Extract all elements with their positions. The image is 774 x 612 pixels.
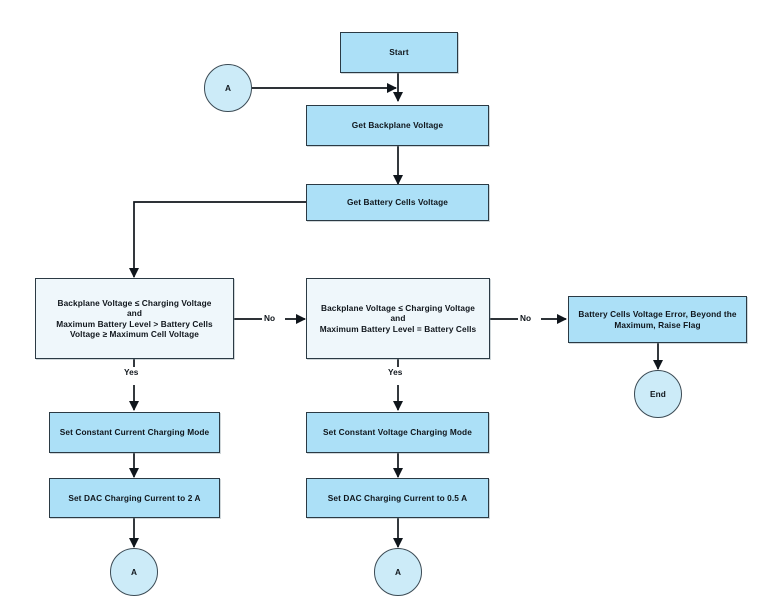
edge-label-decision-two-yes: Yes (386, 367, 405, 377)
node-decision-two[interactable]: Backplane Voltage ≤ Charging Voltage and… (306, 278, 490, 359)
node-connector-a-bottom-left[interactable]: A (110, 548, 158, 596)
node-set-constant-voltage-mode[interactable]: Set Constant Voltage Charging Mode (306, 412, 489, 453)
node-set-dac-current-2a-label: Set DAC Charging Current to 2 A (68, 492, 201, 503)
node-decision-one-label: Backplane Voltage ≤ Charging Voltage and… (56, 297, 213, 339)
node-start-label: Start (389, 47, 409, 58)
node-battery-cells-voltage-error-label: Battery Cells Voltage Error, Beyond the … (578, 309, 737, 330)
node-end-label: End (650, 388, 666, 399)
node-set-constant-current-mode[interactable]: Set Constant Current Charging Mode (49, 412, 220, 453)
node-get-battery-cells-voltage-label: Get Battery Cells Voltage (346, 197, 449, 208)
edge-label-decision-two-no: No (518, 313, 534, 323)
node-connector-a-top[interactable]: A (204, 64, 252, 112)
node-set-constant-voltage-mode-label: Set Constant Voltage Charging Mode (323, 427, 472, 438)
node-connector-a-bottom-right[interactable]: A (374, 548, 422, 596)
node-get-battery-cells-voltage[interactable]: Get Battery Cells Voltage (306, 184, 489, 221)
node-connector-a-top-label: A (224, 82, 232, 93)
node-set-constant-current-mode-label: Set Constant Current Charging Mode (59, 427, 210, 438)
node-end[interactable]: End (634, 370, 682, 418)
edge-cells-to-decision-one (128, 201, 306, 279)
node-battery-cells-voltage-error[interactable]: Battery Cells Voltage Error, Beyond the … (568, 296, 747, 343)
node-set-dac-current-05a-label: Set DAC Charging Current to 0.5 A (327, 492, 468, 503)
node-connector-a-bottom-left-label: A (130, 566, 138, 577)
node-connector-a-bottom-right-label: A (394, 566, 402, 577)
node-set-dac-current-05a[interactable]: Set DAC Charging Current to 0.5 A (306, 478, 489, 518)
node-decision-one[interactable]: Backplane Voltage ≤ Charging Voltage and… (35, 278, 234, 359)
node-get-backplane-voltage[interactable]: Get Backplane Voltage (306, 105, 489, 146)
node-get-backplane-voltage-label: Get Backplane Voltage (351, 120, 444, 131)
edge-label-decision-one-yes: Yes (122, 367, 141, 377)
node-start[interactable]: Start (340, 32, 458, 73)
edge-label-decision-one-no: No (262, 313, 278, 323)
node-decision-two-label: Backplane Voltage ≤ Charging Voltage and… (319, 302, 477, 334)
node-set-dac-current-2a[interactable]: Set DAC Charging Current to 2 A (49, 478, 220, 518)
